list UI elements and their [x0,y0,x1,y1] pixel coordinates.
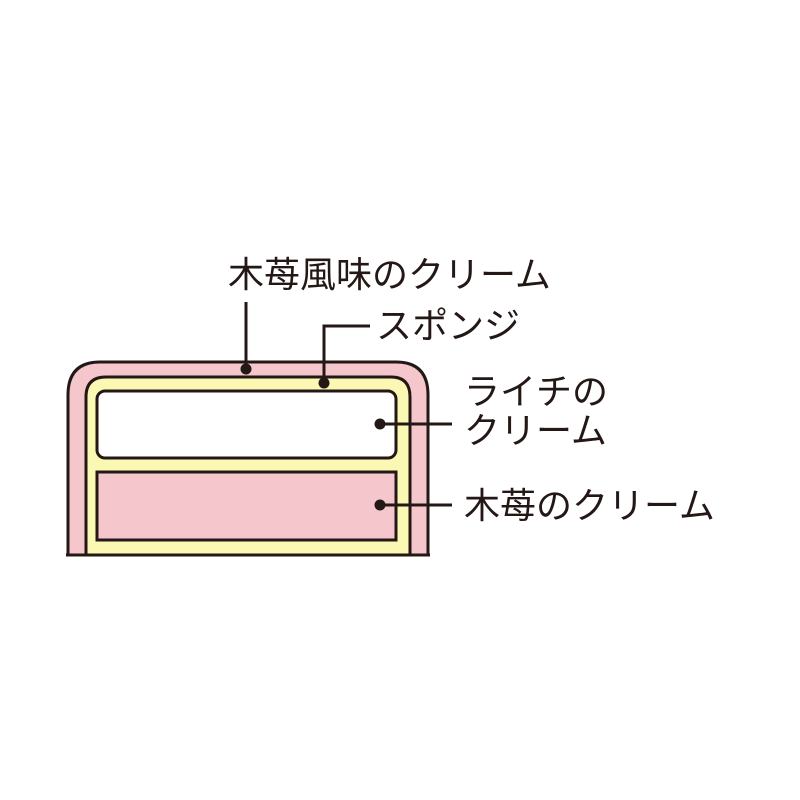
label-outer-cream: 木苺風味のクリーム [228,255,551,296]
lychee-cream-layer [95,389,398,460]
leader-outer-cream [240,302,252,375]
raspberry-cream-layer [95,470,398,542]
label-lychee-cream-line1: ライチの [464,372,608,413]
leader-sponge [318,324,370,389]
label-sponge: スポンジ [376,306,520,347]
leader-lychee-cream [374,418,452,430]
label-raspberry-cream: 木苺のクリーム [464,486,715,527]
leader-raspberry-cream [374,499,452,511]
label-lychee-cream-line2: クリーム [464,411,607,452]
